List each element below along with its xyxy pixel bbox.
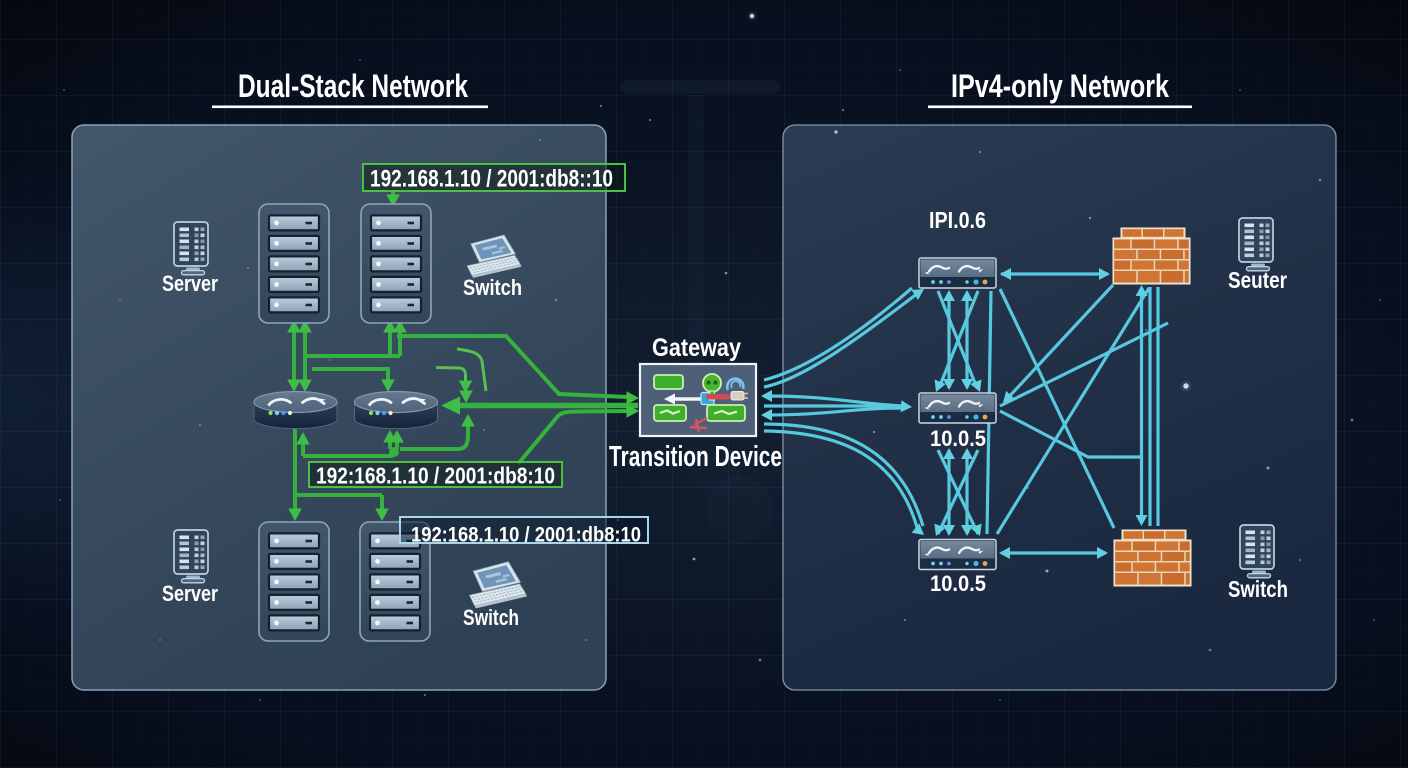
svg-text:Transition Device: Transition Device [609, 441, 782, 473]
svg-text:Dual-Stack Network: Dual-Stack Network [238, 68, 468, 104]
svg-text:Server: Server [162, 271, 218, 296]
svg-text:IPv4-only Network: IPv4-only Network [951, 68, 1169, 104]
svg-text:Switch: Switch [463, 275, 522, 300]
svg-text:Gateway: Gateway [652, 334, 741, 362]
svg-text:IPI.0.6: IPI.0.6 [929, 207, 986, 233]
svg-text:Switch: Switch [1228, 576, 1288, 602]
svg-text:192.168.1.10 / 2001:db8::10: 192.168.1.10 / 2001:db8::10 [370, 166, 613, 193]
svg-text:Seuter: Seuter [1228, 267, 1287, 293]
svg-text:10.0.5: 10.0.5 [930, 426, 986, 451]
svg-text:192:168.1.10 / 2001:db8:10: 192:168.1.10 / 2001:db8:10 [316, 463, 555, 489]
svg-text:Server: Server [162, 581, 218, 606]
svg-text:Switch: Switch [463, 605, 519, 630]
svg-text:192:168.1.10 / 2001:db8:10: 192:168.1.10 / 2001:db8:10 [411, 523, 641, 547]
svg-text:10.0.5: 10.0.5 [930, 571, 986, 596]
